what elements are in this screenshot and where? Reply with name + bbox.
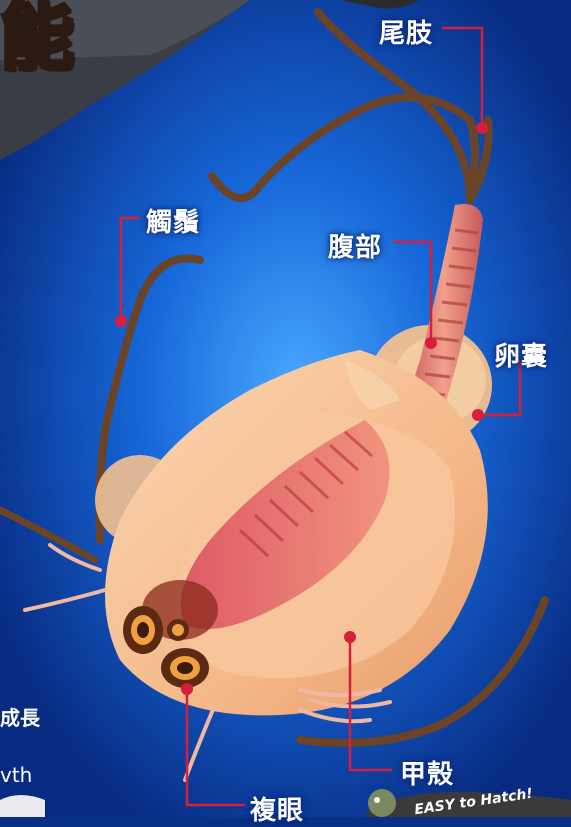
- side-text-line2: vth: [0, 763, 32, 787]
- label-abdomen: 腹部: [328, 227, 382, 264]
- label-shell: 甲殼: [400, 754, 454, 791]
- title-fragment: 能: [0, 0, 74, 74]
- label-egg-sac: 卵囊: [494, 336, 548, 373]
- label-compound-eye: 複眼: [250, 790, 304, 827]
- label-antenna: 觸鬚: [146, 202, 200, 239]
- side-text-line1: 成長: [0, 702, 40, 731]
- label-tail: 尾肢: [379, 13, 433, 50]
